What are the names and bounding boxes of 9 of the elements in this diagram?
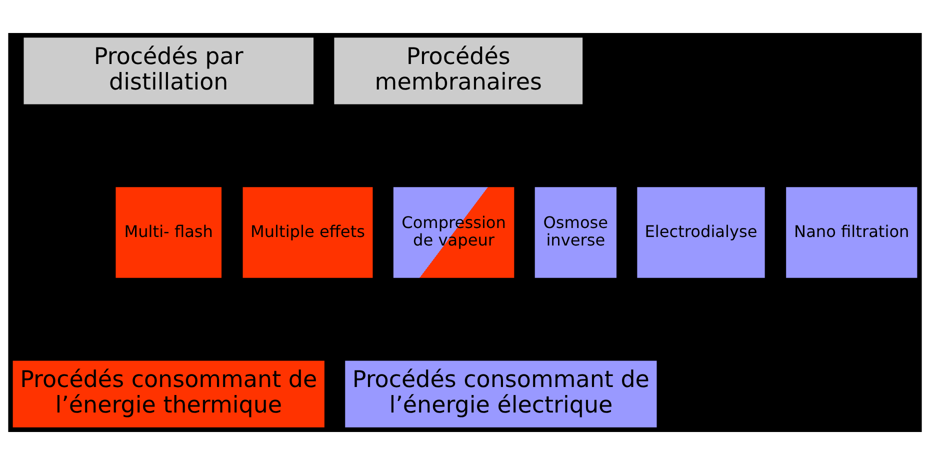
node-box: Procédés membranaires xyxy=(334,37,583,104)
node-box: Nano filtration xyxy=(786,186,918,278)
node-box: Multi- flash xyxy=(116,186,222,278)
node-box: Multiple effets xyxy=(242,186,373,278)
node-box: Procédés consommant de l’énergie électrique xyxy=(345,360,657,427)
node-box: Procédés consommant de l’énergie thermique xyxy=(12,360,324,427)
node-box: Electrodialyse xyxy=(637,186,765,278)
node-box: Procédés par distillation xyxy=(24,37,314,104)
node-box: Osmose inverse xyxy=(534,186,616,278)
